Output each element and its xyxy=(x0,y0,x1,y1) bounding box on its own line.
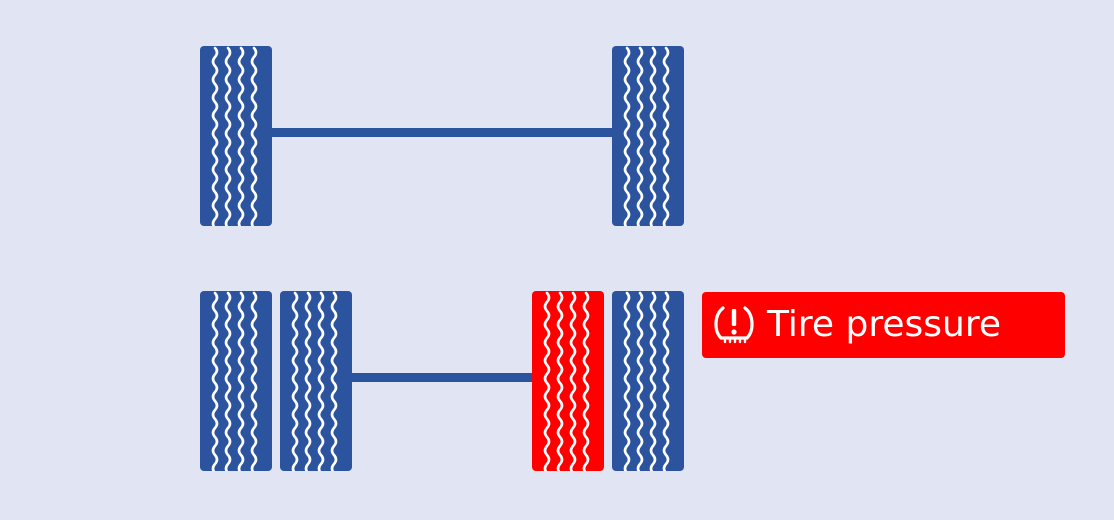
tread-groove xyxy=(623,46,631,226)
tire-tread-graphic xyxy=(280,291,352,471)
tire-rear-right-inner[interactable] xyxy=(532,291,604,471)
tire-tread-graphic xyxy=(612,291,684,471)
tread-groove xyxy=(224,46,232,226)
tread-groove xyxy=(250,46,258,226)
tread-groove xyxy=(317,291,325,471)
tire-tread-graphic xyxy=(200,291,272,471)
tread-groove xyxy=(569,291,577,471)
tire-tread-graphic xyxy=(532,291,604,471)
tread-groove xyxy=(636,291,644,471)
rear-axle-bar xyxy=(350,373,535,382)
tread-groove xyxy=(649,291,657,471)
tread-groove xyxy=(636,46,644,226)
tire-front-right[interactable] xyxy=(612,46,684,226)
tread-groove xyxy=(237,291,245,471)
tire-tread-graphic xyxy=(200,46,272,226)
tire-pressure-warning-label: Tire pressure xyxy=(767,304,1001,345)
tire-pressure-warning-badge[interactable]: Tire pressure xyxy=(702,292,1065,358)
tire-front-left[interactable] xyxy=(200,46,272,226)
tire-rear-left-inner[interactable] xyxy=(280,291,352,471)
tire-pressure-warning-icon xyxy=(711,303,757,347)
tread-groove xyxy=(662,46,670,226)
tread-groove xyxy=(304,291,312,471)
tread-groove xyxy=(330,291,338,471)
tread-groove xyxy=(291,291,299,471)
tread-groove xyxy=(662,291,670,471)
front-axle-bar xyxy=(270,128,615,137)
tire-rear-right-outer[interactable] xyxy=(612,291,684,471)
tread-groove xyxy=(237,46,245,226)
tread-groove xyxy=(250,291,258,471)
tread-groove xyxy=(556,291,564,471)
tread-groove xyxy=(543,291,551,471)
tread-groove xyxy=(211,291,219,471)
tread-groove xyxy=(211,46,219,226)
tire-tread-graphic xyxy=(612,46,684,226)
tire-rear-left-outer[interactable] xyxy=(200,291,272,471)
tread-groove xyxy=(224,291,232,471)
tread-groove xyxy=(649,46,657,226)
tread-groove xyxy=(623,291,631,471)
tread-groove xyxy=(582,291,590,471)
